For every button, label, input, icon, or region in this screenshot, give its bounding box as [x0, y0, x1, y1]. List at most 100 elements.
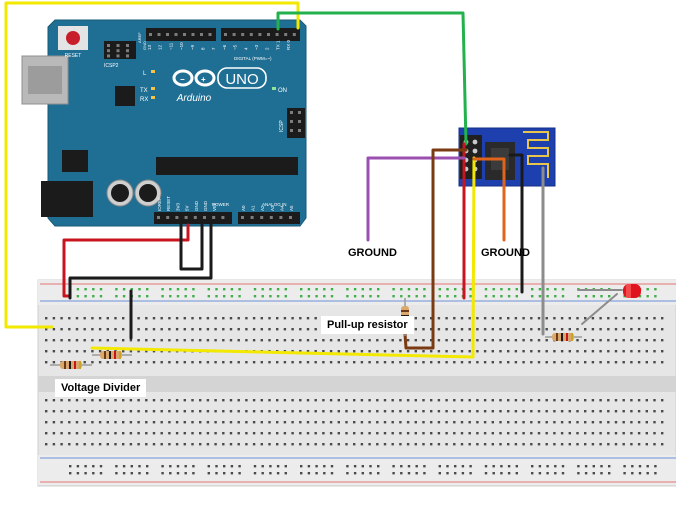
breadboard-hole [560, 432, 564, 435]
breadboard-hole [522, 421, 525, 424]
breadboard-hole [522, 361, 525, 364]
breadboard-hole [238, 295, 241, 298]
breadboard-hole [176, 472, 180, 475]
breadboard-hole [268, 317, 271, 320]
breadboard-hole [284, 465, 287, 468]
breadboard-hole [168, 421, 171, 424]
breadboard-hole [114, 399, 117, 402]
breadboard-hole [622, 432, 625, 435]
breadboard-hole [83, 421, 86, 424]
breadboard-hole [145, 421, 148, 424]
header-pin [221, 216, 225, 219]
breadboard-hole [299, 317, 302, 320]
breadboard-hole [299, 410, 302, 413]
wires [4, 1, 623, 359]
breadboard-hole [437, 399, 441, 402]
breadboard-hole [60, 317, 63, 320]
breadboard-hole [329, 339, 333, 342]
breadboard-hole [83, 399, 86, 402]
breadboard-hole [376, 432, 379, 435]
breadboard-hole [314, 432, 317, 435]
breadboard-hole [98, 399, 102, 402]
breadboard-hole [183, 361, 186, 364]
breadboard-hole [252, 317, 256, 320]
breadboard-hole [607, 339, 610, 342]
breadboard-hole [191, 421, 194, 424]
l-led-label: L [143, 71, 147, 77]
breadboard-hole [422, 339, 425, 342]
breadboard-hole [214, 361, 217, 364]
breadboard-hole [252, 443, 256, 446]
breadboard-hole [491, 410, 494, 413]
breadboard-hole [645, 410, 648, 413]
breadboard-hole [323, 472, 326, 475]
breadboard-hole [400, 465, 403, 468]
breadboard-hole [592, 465, 595, 468]
atmega-chip [156, 157, 298, 175]
power-pin-label: VIN [212, 203, 217, 211]
breadboard-hole [414, 399, 417, 402]
breadboard-hole [306, 443, 310, 446]
breadboard-hole [337, 350, 340, 353]
breadboard-hole [122, 432, 125, 435]
breadboard-hole [360, 339, 364, 342]
breadboard-hole [661, 421, 664, 424]
breadboard-hole [591, 350, 595, 353]
breadboard-hole [75, 410, 79, 413]
breadboard-hole [446, 295, 449, 298]
voltage-divider-label: Voltage Divider [55, 379, 147, 397]
breadboard-hole [106, 328, 109, 331]
breadboard-hole [291, 432, 294, 435]
breadboard-hole [269, 465, 272, 468]
l-led [151, 70, 155, 73]
breadboard-hole [460, 399, 464, 402]
breadboard-hole [314, 361, 317, 364]
breadboard-hole [661, 443, 664, 446]
breadboard-hole [415, 288, 418, 291]
wire-black-esp-gnd [508, 153, 524, 294]
breadboard-hole [630, 350, 633, 353]
header-pin [260, 216, 264, 219]
breadboard-hole [129, 432, 133, 435]
module-pin [472, 148, 478, 154]
breadboard-hole [122, 465, 126, 468]
breadboard-hole [199, 361, 202, 364]
header-pin [166, 216, 170, 219]
breadboard-hole [414, 410, 417, 413]
breadboard-hole [653, 350, 656, 353]
breadboard-hole [553, 443, 556, 446]
breadboard-hole [454, 295, 457, 298]
breadboard-hole [98, 443, 102, 446]
breadboard-hole [638, 295, 642, 298]
breadboard-hole [276, 361, 279, 364]
breadboard-hole [214, 421, 217, 424]
breadboard-hole [646, 472, 649, 475]
breadboard-hole [114, 410, 117, 413]
breadboard-hole [268, 399, 271, 402]
breadboard-hole [537, 432, 541, 435]
breadboard-hole [630, 432, 633, 435]
breadboard-hole [137, 432, 140, 435]
breadboard-hole [353, 421, 356, 424]
breadboard-hole [622, 410, 625, 413]
breadboard-hole [106, 317, 109, 320]
breadboard-hole [315, 295, 318, 298]
breadboard-hole [391, 350, 394, 353]
breadboard-hole [637, 350, 641, 353]
breadboard-hole [561, 472, 565, 475]
header-pin [232, 33, 236, 36]
breadboard-hole [360, 421, 364, 424]
breadboard-hole [661, 339, 664, 342]
breadboard-hole [137, 410, 140, 413]
breadboard-hole [138, 472, 141, 475]
breadboard-hole [383, 339, 387, 342]
breadboard-hole [630, 317, 633, 320]
breadboard-hole [476, 399, 479, 402]
breadboard-hole [530, 339, 533, 342]
breadboard-hole [423, 465, 426, 468]
analog-pin-label: A1 [251, 205, 256, 211]
breadboard-hole [99, 295, 103, 298]
breadboard-hole [430, 410, 433, 413]
breadboard-hole [445, 421, 448, 424]
breadboard-hole [138, 465, 141, 468]
